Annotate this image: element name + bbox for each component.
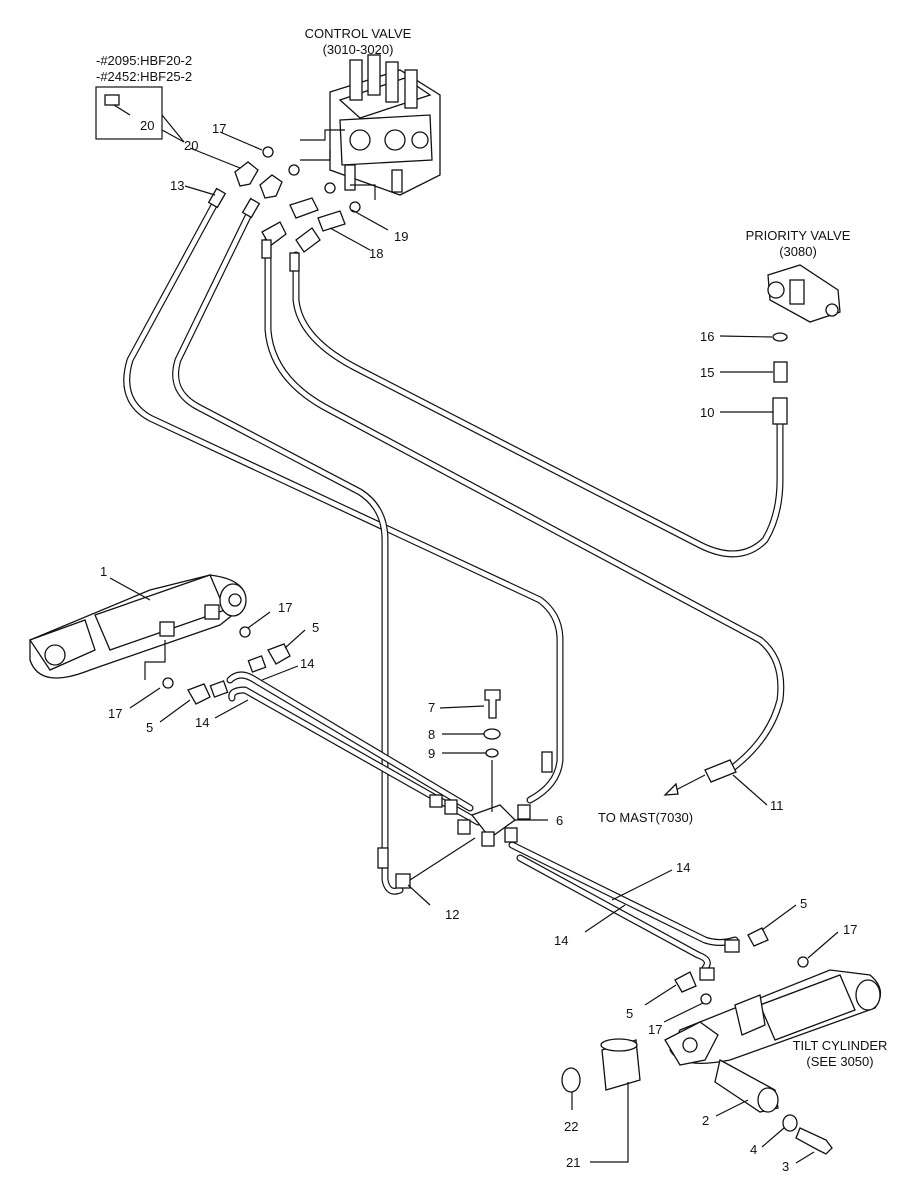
to-mast-label: TO MAST(7030): [598, 810, 693, 825]
priority-valve-ref: (3080): [779, 244, 817, 259]
tilt-cylinder-title: TILT CYLINDER: [793, 1038, 888, 1053]
tilt-cylinder-ref: (SEE 3050): [806, 1054, 873, 1069]
fitting-12: [395, 873, 411, 889]
callout-5-left-b: 5: [146, 720, 153, 735]
callout-7: 7: [428, 700, 435, 715]
callout-19: 19: [394, 229, 408, 244]
callout-18: 18: [369, 246, 383, 261]
right-cylinder-fittings: [674, 927, 809, 1005]
o-ring-17-left-b: [162, 677, 174, 689]
priority-valve: [767, 264, 841, 425]
washer-8: [483, 728, 501, 740]
callout-15: 15: [700, 365, 714, 380]
left-cylinder-fittings: [162, 626, 291, 705]
callout-21: 21: [566, 1155, 580, 1170]
variant-line-1: -#2095:HBF20-2: [96, 53, 192, 68]
callout-14-left-b: 14: [195, 715, 209, 730]
hose-end-10: [772, 397, 788, 425]
callout-16: 16: [700, 329, 714, 344]
callout-20: 20: [184, 138, 198, 153]
hose-ends: [377, 751, 737, 889]
mounting-hardware: [561, 1038, 833, 1155]
elbow-20-a: [234, 161, 259, 187]
callout-17-left-b: 17: [108, 706, 122, 721]
variant-inset: [95, 86, 185, 143]
callout-10: 10: [700, 405, 714, 420]
hose-11: [264, 236, 785, 774]
callout-5-left-a: 5: [312, 620, 319, 635]
callout-6: 6: [556, 813, 563, 828]
control-valve-ref: (3010-3020): [323, 42, 394, 57]
callout-5-right-b: 5: [626, 1006, 633, 1021]
o-ring-17-right-b: [700, 993, 712, 1005]
callout-13: 13: [170, 178, 184, 193]
o-ring-19: [324, 182, 336, 194]
callout-17-top: 17: [212, 121, 226, 136]
o-ring-17-right-a: [797, 956, 809, 968]
title-labels: CONTROL VALVE (3010-3020) -#2095:HBF20-2…: [96, 26, 887, 1069]
callout-12: 12: [445, 907, 459, 922]
callout-1: 1: [100, 564, 107, 579]
priority-valve-title: PRIORITY VALVE: [746, 228, 851, 243]
valve-fittings: [207, 146, 361, 272]
variant-line-2: -#2452:HBF25-2: [96, 69, 192, 84]
callout-9: 9: [428, 746, 435, 761]
control-valve: [300, 54, 441, 200]
bolt-7: [484, 689, 501, 719]
right-tilt-cylinder: [664, 939, 882, 1066]
o-ring-17-left-a: [239, 626, 251, 638]
callout-numbers: 20 17 20 13 19 18 16 15 10 1 17 5 14 17 …: [100, 118, 857, 1174]
elbow-5-left-b: [187, 683, 211, 705]
adapter-18-a: [289, 197, 319, 219]
callout-2: 2: [702, 1113, 709, 1128]
callout-17-right-b: 17: [648, 1022, 662, 1037]
callout-5-right-a: 5: [800, 896, 807, 911]
elbow-5-left-a: [267, 643, 291, 665]
control-valve-title: CONTROL VALVE: [305, 26, 412, 41]
callout-8: 8: [428, 727, 435, 742]
adapter-15: [773, 361, 788, 383]
fitting-11: [704, 759, 737, 783]
adapter-18-b: [317, 210, 346, 232]
callout-14-right-b: 14: [554, 933, 568, 948]
callout-17-left-a: 17: [278, 600, 292, 615]
callout-4: 4: [750, 1142, 757, 1157]
o-ring-16: [772, 332, 788, 342]
hose-return: [172, 204, 404, 895]
callout-17-right-a: 17: [843, 922, 857, 937]
left-tilt-cylinder: [29, 574, 247, 680]
callout-11: 11: [770, 798, 784, 813]
callout-3: 3: [782, 1159, 789, 1174]
ring-22: [561, 1067, 581, 1093]
elbow-5-right-b: [674, 971, 697, 993]
callout-22: 22: [564, 1119, 578, 1134]
callout-14-right-a: 14: [676, 860, 690, 875]
elbow-5-right-a: [747, 927, 769, 947]
leader-lines: [109, 131, 839, 1164]
bolt-3: [795, 1127, 833, 1155]
o-ring-17-top: [262, 146, 274, 158]
center-tee-block: [429, 689, 531, 847]
washer-4: [782, 1114, 798, 1132]
washer-9: [485, 748, 499, 758]
callout-14-left-a: 14: [300, 656, 314, 671]
callout-20-inset: 20: [140, 118, 154, 133]
elbow-20-b: [259, 174, 283, 199]
